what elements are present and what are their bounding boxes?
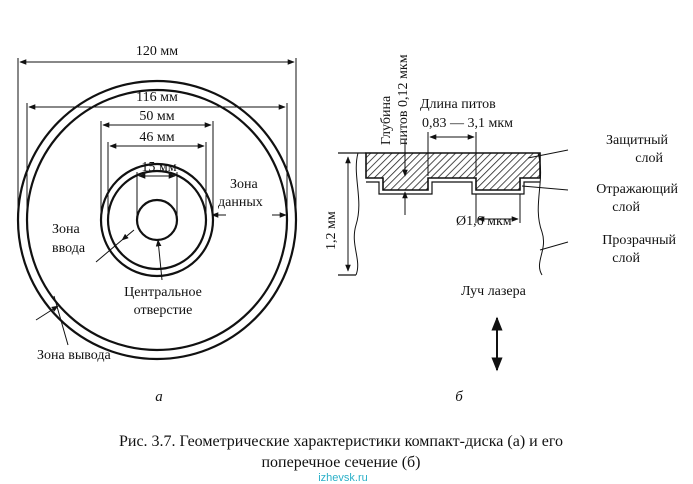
lead-out-leader bbox=[53, 295, 69, 346]
disk-sublabel: а bbox=[155, 389, 163, 405]
center-hole-leader bbox=[155, 239, 163, 281]
dim-50-label: 50 мм bbox=[139, 109, 174, 124]
clamping-outer-edge bbox=[99, 162, 215, 278]
thickness-label: 1,2 мм bbox=[324, 211, 339, 250]
lead-out-label: Зона вывода bbox=[37, 348, 111, 363]
transparent-label-line1: Прозрачный bbox=[602, 233, 676, 248]
left-break-line bbox=[353, 152, 360, 276]
reflective-leader bbox=[521, 185, 569, 191]
center-hole-label-line1: Центральное bbox=[124, 285, 202, 300]
lead-in-leader bbox=[95, 239, 123, 263]
figure-caption: Рис. 3.7. Геометрические характеристики … bbox=[119, 433, 563, 484]
caption-line1: Рис. 3.7. Геометрические характеристики … bbox=[119, 433, 563, 450]
center-hole-label-line2: отверстие bbox=[134, 303, 193, 318]
dim-46-label: 46 мм bbox=[139, 130, 174, 145]
reflective-label-line1: Отражающий bbox=[596, 182, 678, 197]
lead-in-label-line1: Зона bbox=[52, 222, 81, 237]
watermark: izhevsk.ru bbox=[318, 472, 368, 484]
pit-length-label-line2: 0,83 — 3,1 мкм bbox=[422, 116, 513, 131]
disk-outer-edge bbox=[16, 79, 298, 361]
lead-in-label-line2: ввода bbox=[52, 241, 86, 256]
reflective-layer bbox=[366, 181, 540, 195]
protective-label-line2: слой bbox=[635, 151, 663, 166]
dim-120-label: 120 мм bbox=[136, 44, 178, 59]
reflective-label-line2: слой bbox=[612, 200, 640, 215]
right-break-line bbox=[537, 152, 544, 276]
cross-section-drawing bbox=[338, 132, 569, 372]
diameter-label: Ø1,6 мкм bbox=[456, 214, 512, 229]
transparent-leader bbox=[539, 241, 569, 251]
pit-length-label-line1: Длина питов bbox=[420, 97, 496, 112]
pit-depth-label-line1: Глубина bbox=[379, 95, 394, 145]
dim-15-label: 15 мм bbox=[141, 160, 176, 175]
laser-label: Луч лазера bbox=[461, 284, 527, 299]
protective-label-line1: Защитный bbox=[606, 133, 669, 148]
section-sublabel: б bbox=[455, 389, 463, 405]
caption-line2: поперечное сечение (б) bbox=[261, 454, 420, 471]
transparent-label-line2: слой bbox=[612, 251, 640, 266]
pit-depth-label-line2: питов 0,12 мкм bbox=[396, 54, 411, 145]
center-hole bbox=[135, 198, 179, 242]
cross-section-labels: Глубина питов 0,12 мкм Длина питов 0,83 … bbox=[324, 54, 678, 405]
clamping-inner-edge bbox=[106, 169, 208, 271]
disk-labels: 120 мм 116 мм 50 мм 46 мм 15 мм Зона дан… bbox=[37, 44, 263, 405]
data-zone-label-line1: Зона bbox=[230, 177, 259, 192]
dim-116-label: 116 мм bbox=[136, 90, 178, 105]
data-zone-label-line2: данных bbox=[218, 195, 263, 210]
protective-layer bbox=[365, 152, 541, 191]
data-zone-outer-edge bbox=[25, 88, 289, 352]
protective-leader bbox=[527, 149, 569, 159]
disk-drawing bbox=[16, 58, 298, 361]
